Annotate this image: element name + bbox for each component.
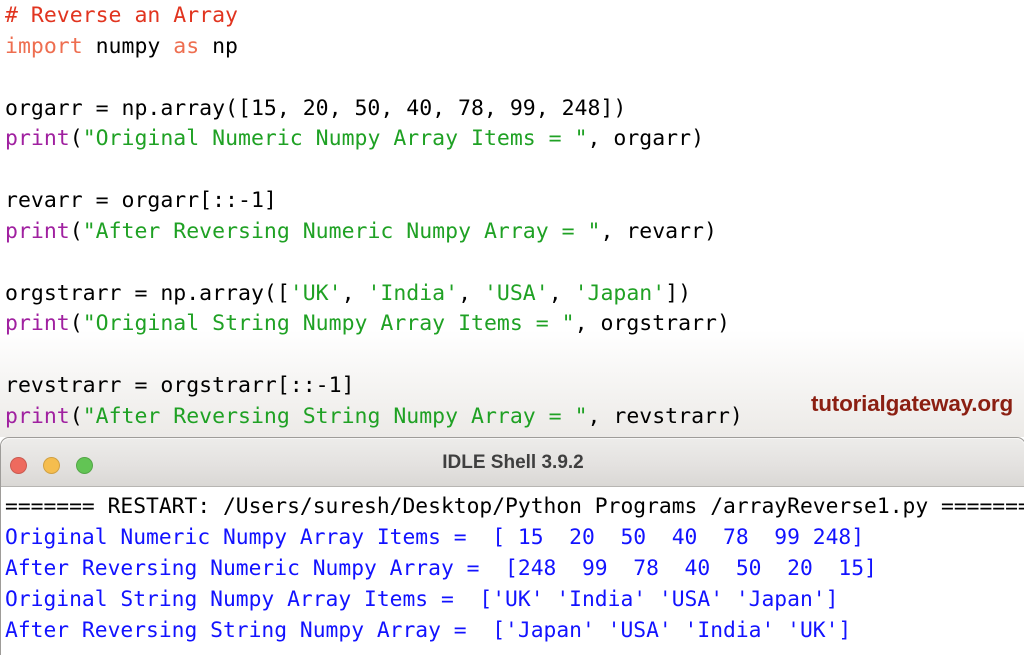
code-line: revarr = orgarr[::-1] (5, 186, 1024, 217)
code-token: ( (69, 403, 83, 429)
code-token: orgstrarr = np.array([ (5, 280, 290, 306)
code-token: as (173, 33, 200, 59)
code-token: , revstrarr) (587, 403, 743, 429)
code-line (5, 248, 1024, 279)
zoom-button[interactable] (76, 457, 93, 474)
shell-titlebar[interactable]: IDLE Shell 3.9.2 (1, 438, 1024, 487)
code-token: print (5, 403, 70, 429)
code-line: print("After Reversing Numeric Numpy Arr… (5, 217, 1024, 248)
code-token: import (5, 33, 83, 59)
shell-window: IDLE Shell 3.9.2 ======= RESTART: /Users… (0, 437, 1024, 655)
shell-output-line: Original String Numpy Array Items = ['UK… (5, 586, 839, 612)
code-line (5, 63, 1024, 94)
code-token: "After Reversing String Numpy Array = " (82, 403, 588, 429)
code-token: ( (69, 311, 83, 337)
shell-content[interactable]: ======= RESTART: /Users/suresh/Desktop/P… (1, 487, 1024, 655)
code-line: orgstrarr = np.array(['UK', 'India', 'US… (5, 279, 1024, 310)
code-token: , (548, 280, 575, 306)
code-token: 'Japan' (574, 280, 666, 306)
code-token: # Reverse an Array (5, 3, 238, 28)
shell-output-line: After Reversing String Numpy Array = ['J… (5, 617, 852, 643)
editor-pane[interactable]: # Reverse an Array import numpy as np org… (0, 0, 1024, 437)
code-token: np (199, 33, 239, 59)
code-token: ( (69, 218, 83, 244)
code-token: print (5, 126, 70, 152)
watermark: tutorialgateway.org (810, 391, 1013, 416)
code-line: print("Original Numeric Numpy Array Item… (5, 124, 1024, 155)
shell-output[interactable]: ======= RESTART: /Users/suresh/Desktop/P… (1, 487, 1024, 646)
code-token: , (458, 280, 484, 306)
code-token: revstrarr = orgstrarr[::-1] (5, 373, 355, 399)
shell-output-line: After Reversing Numeric Numpy Array = [2… (5, 555, 877, 581)
code-line (5, 155, 1024, 186)
minimize-button[interactable] (43, 457, 60, 474)
code-line: revstrarr = orgstrarr[::-1] (5, 371, 1024, 402)
window-title: IDLE Shell 3.9.2 (442, 451, 584, 473)
code-token: 'UK' (289, 280, 342, 306)
close-button[interactable] (10, 457, 27, 474)
code-line: # Reverse an Array (5, 1, 1024, 32)
code-token: print (5, 311, 70, 337)
code-token: "Original String Numpy Array Items = " (82, 311, 575, 337)
code-token: ]) (665, 280, 692, 306)
traffic-lights (10, 457, 93, 474)
code-token: orgarr = np.array([15, 20, 50, 40, 78, 9… (5, 95, 627, 121)
code-line: import numpy as np (5, 32, 1024, 63)
code-token: 'USA' (483, 280, 549, 306)
code-token: , (341, 280, 368, 306)
code-token: revarr = orgarr[::-1] (5, 188, 277, 214)
code-token: print (5, 218, 70, 244)
code-token: ( (69, 126, 83, 152)
code-token: "After Reversing Numeric Numpy Array = " (82, 218, 601, 244)
code-line: print("After Reversing String Numpy Arra… (5, 402, 1024, 433)
code-token: , revarr) (600, 218, 717, 244)
shell-output-line: Original Numeric Numpy Array Items = [ 1… (5, 524, 865, 550)
code-line (5, 340, 1024, 371)
shell-output-line: ======= RESTART: /Users/suresh/Desktop/P… (5, 494, 1024, 519)
code-token: , orgstrarr) (574, 311, 730, 337)
code-token: "Original Numeric Numpy Array Items = " (82, 126, 588, 152)
code-line: print("Original String Numpy Array Items… (5, 309, 1024, 340)
code-token: 'India' (367, 280, 459, 306)
code-token: , orgarr) (587, 126, 705, 152)
editor-code[interactable]: # Reverse an Array import numpy as np org… (0, 0, 1024, 433)
code-token: numpy (82, 33, 174, 59)
code-line: orgarr = np.array([15, 20, 50, 40, 78, 9… (5, 94, 1024, 125)
